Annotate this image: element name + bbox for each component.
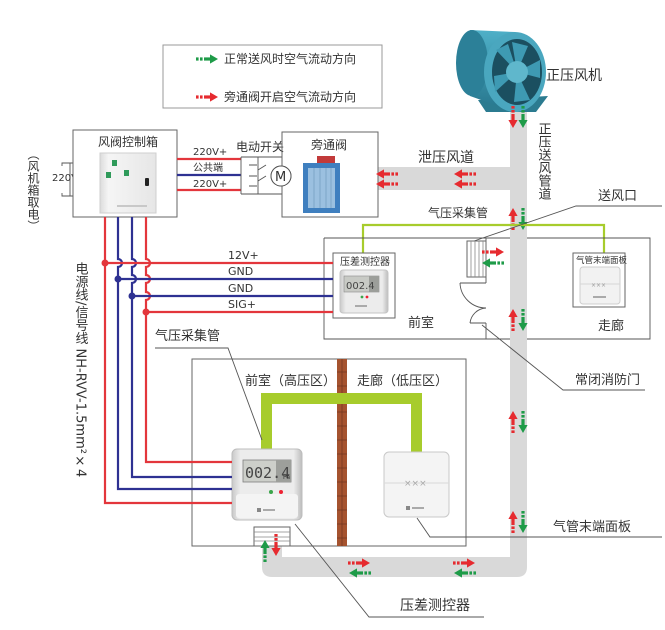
corridor-label: 走廊 bbox=[598, 318, 624, 334]
bypass-valve-label: 旁通阀 bbox=[311, 137, 347, 152]
motor-label-overlay: M bbox=[275, 170, 286, 185]
pressure-controller-bottom-icon: 002.4 Pa bbox=[231, 448, 303, 521]
fire-door-leader bbox=[481, 324, 645, 391]
anteroom-high-label: 前室（高压区） bbox=[245, 373, 336, 389]
pressure-tube-bottom-label: 气压采集管 bbox=[155, 328, 220, 344]
relief-duct bbox=[378, 167, 513, 190]
corridor-low-label: 走廊（低压区） bbox=[357, 373, 448, 389]
pressure-tube-top bbox=[361, 223, 606, 254]
end-panel-top-marks: ××× bbox=[591, 282, 606, 289]
power-source-label: （风机箱取电） bbox=[26, 148, 40, 232]
end-panel-bottom-leader bbox=[416, 517, 662, 538]
fan-label: 正压风机 bbox=[546, 68, 602, 84]
pressure-sample-grille bbox=[253, 526, 291, 547]
controller-bottom-display: 002.4 bbox=[245, 464, 290, 482]
controller-top-display: 002.4 bbox=[346, 281, 375, 292]
end-panel-bottom-icon: ××× bbox=[383, 451, 450, 518]
supply-outlet-leader bbox=[473, 205, 662, 242]
electric-switch-label: 电动开关 bbox=[236, 140, 284, 154]
legend-bypass-label: 旁通阀开启空气流动方向 bbox=[224, 89, 356, 104]
anteroom-label: 前室 bbox=[408, 315, 434, 331]
power-bracket bbox=[61, 162, 71, 197]
end-panel-bottom-marks: ××× bbox=[404, 479, 427, 489]
controller-bottom-label: 压差测控器 bbox=[400, 598, 470, 614]
signal-label-gnd-1: GND bbox=[228, 265, 253, 278]
pressure-controller-top-icon: 002.4 bbox=[339, 269, 389, 314]
pressure-tube-bottom-leader bbox=[155, 347, 263, 441]
legend: 正常送风时空气流动方向 旁通阀开启空气流动方向 bbox=[162, 44, 383, 109]
fire-door-icon bbox=[459, 282, 487, 324]
junction-dot bbox=[128, 292, 136, 300]
wire-12v bbox=[103, 217, 232, 505]
legend-box bbox=[162, 44, 383, 109]
control-cabinet-icon bbox=[99, 152, 157, 214]
signal-label-sig: SIG+ bbox=[228, 298, 256, 311]
power-voltage-label: 220V bbox=[52, 173, 78, 184]
axial-fan-icon bbox=[456, 30, 548, 112]
lower-room-box bbox=[191, 358, 467, 547]
supply-duct-bottom bbox=[262, 540, 527, 577]
controller-top-label: 压差测控器 bbox=[340, 255, 390, 268]
controller-bottom-unit: Pa bbox=[283, 474, 290, 481]
end-panel-top-icon: ××× bbox=[579, 266, 621, 305]
signal-label-12v: 12V+ bbox=[228, 249, 259, 262]
pressure-tube-top-label: 气压采集管 bbox=[428, 205, 488, 220]
signal-label-gnd-2: GND bbox=[228, 282, 253, 295]
wire-220v-bottom-label: 220V+ bbox=[193, 179, 227, 190]
fire-door-label: 常闭消防门 bbox=[575, 372, 640, 388]
cable-spec-label: 电源线/信号线 NH-RVV-1.5mm²×4 bbox=[73, 262, 89, 477]
wire-gnd-1 bbox=[116, 217, 232, 491]
end-panel-top-label: 气管末端面板 bbox=[576, 255, 628, 266]
wire-220v-top-label: 220V+ bbox=[193, 147, 227, 158]
end-panel-bottom-label: 气管末端面板 bbox=[553, 519, 631, 535]
junction-dot bbox=[114, 275, 122, 283]
supply-vent-grille bbox=[466, 240, 487, 278]
relief-duct-label: 泄压风道 bbox=[418, 150, 474, 166]
controller-bottom-leader bbox=[294, 523, 484, 618]
wire-gnd-2 bbox=[130, 217, 232, 479]
electric-switch-icon bbox=[240, 156, 282, 195]
brick-wall bbox=[337, 359, 347, 546]
signal-wiring bbox=[103, 217, 333, 505]
wire-common-label: 公共端 bbox=[193, 161, 223, 174]
supply-duct-label: 正压送风管道 bbox=[536, 122, 552, 200]
damper-icon bbox=[303, 156, 340, 213]
damper-control-box-label: 风阀控制箱 bbox=[98, 134, 158, 149]
supply-outlet-label: 送风口 bbox=[598, 189, 637, 204]
junction-dot bbox=[142, 308, 150, 316]
junction-dot bbox=[101, 259, 109, 267]
legend-normal-label: 正常送风时空气流动方向 bbox=[224, 51, 356, 66]
pressure-tube-bottom bbox=[261, 393, 422, 452]
